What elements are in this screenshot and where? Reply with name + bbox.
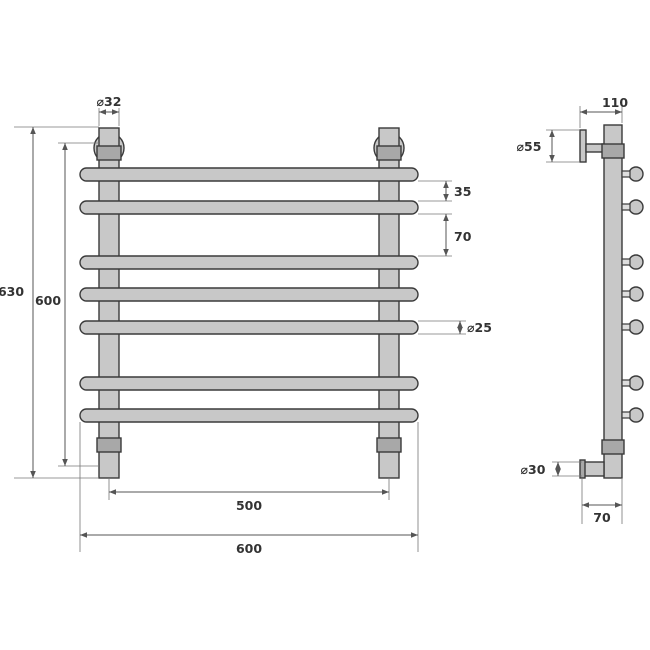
horizontal-bar xyxy=(79,287,419,302)
dim-center-distance-label: 500 xyxy=(236,498,262,513)
side-connection-end xyxy=(579,459,586,479)
front-view: ⌀32 630 600 35 70 ⌀25 500 xyxy=(0,94,492,556)
horizontal-bar xyxy=(79,167,419,182)
right-bottom-connector xyxy=(376,437,402,453)
dim-bar-spacing-small-label: 35 xyxy=(454,184,471,199)
dim-depth-top-label: 110 xyxy=(602,95,628,110)
side-bar-end xyxy=(628,254,644,270)
side-top-cap xyxy=(601,143,625,159)
horizontal-bar xyxy=(79,320,419,335)
side-view: 110 ⌀55 ⌀30 70 xyxy=(517,95,644,525)
horizontal-bar xyxy=(79,255,419,270)
side-bar-end xyxy=(628,375,644,391)
side-wall-flange xyxy=(579,129,587,163)
dim-flange-diameter-label: ⌀55 xyxy=(517,139,542,154)
horizontal-bar xyxy=(79,376,419,391)
side-bar-end xyxy=(628,407,644,423)
side-bar-end xyxy=(628,319,644,335)
right-pipe-cap xyxy=(376,145,402,161)
dim-depth-bottom-label: 70 xyxy=(593,510,611,525)
left-pipe-cap xyxy=(96,145,122,161)
side-bar-end xyxy=(628,166,644,182)
dim-pipe-diameter-label: ⌀32 xyxy=(97,94,122,109)
side-bar-end xyxy=(628,286,644,302)
side-bracket-arm xyxy=(585,143,605,153)
left-bottom-connector xyxy=(96,437,122,453)
dim-total-width-label: 600 xyxy=(236,541,262,556)
dim-connection-diameter-label: ⌀30 xyxy=(521,462,546,477)
horizontal-bar xyxy=(79,200,419,215)
horizontal-bar xyxy=(79,408,419,423)
dim-total-height-label: 630 xyxy=(0,284,24,299)
dim-height-label: 600 xyxy=(35,293,61,308)
side-bar-end xyxy=(628,199,644,215)
dim-bar-diameter-label: ⌀25 xyxy=(467,320,492,335)
side-bottom-connector xyxy=(601,439,625,455)
dim-bar-spacing-large-label: 70 xyxy=(454,229,472,244)
side-vertical-pipe xyxy=(603,124,623,479)
